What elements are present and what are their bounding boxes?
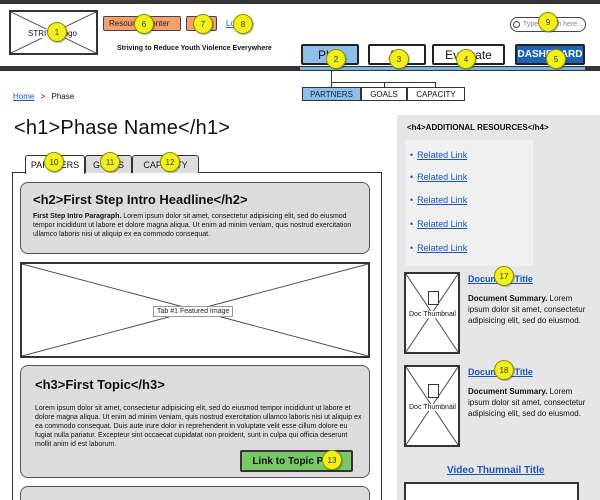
annotation-badge: 5: [546, 49, 566, 69]
sidebar-heading: <h4>ADDITIONAL RESOURCES</h4>: [407, 123, 549, 132]
tagline: Striving to Reduce Youth Violence Everyw…: [117, 45, 272, 52]
doc-thumbnail-label: Doc Thumbnail: [409, 404, 456, 411]
document-summary-bold: Document Summary.: [468, 387, 548, 396]
intro-paragraph-text: Lorem ipsum dolor sit amet, consectetur …: [33, 213, 352, 238]
featured-image: Tab #1 Featured Image: [20, 262, 370, 358]
subnav-connector: [384, 82, 385, 87]
doc-thumbnail[interactable]: Doc Thumbnail: [404, 272, 460, 354]
annotation-badge: 9: [538, 12, 558, 32]
intro-headline: <h2>First Step Intro Headline</h2>: [33, 192, 248, 207]
document-summary-bold: Document Summary.: [468, 294, 548, 303]
doc-thumbnail-label: Doc Thumbnail: [409, 311, 456, 318]
subnav-connector: [435, 82, 436, 87]
annotation-badge: 13: [322, 450, 342, 470]
video-thumbnail[interactable]: [404, 482, 579, 500]
related-link[interactable]: •Related Link: [410, 172, 468, 182]
annotation-badge: 1: [47, 22, 67, 42]
annotation-badge: 11: [100, 152, 120, 172]
document-summary-text: Lorem ipsum dolor sit amet, consectetur …: [468, 387, 586, 418]
subnav-goals[interactable]: GOALS: [361, 87, 407, 101]
pdf-icon: [428, 291, 439, 305]
document-summary: Document Summary. Lorem ipsum dolor sit …: [468, 293, 588, 326]
related-link-text[interactable]: Related Link: [417, 172, 468, 182]
subnav-capacity[interactable]: CAPACITY: [407, 87, 465, 101]
breadcrumb-home[interactable]: Home: [13, 92, 35, 101]
related-link-text[interactable]: Related Link: [417, 219, 468, 229]
annotation-badge: 7: [193, 14, 213, 34]
doc-thumbnail[interactable]: Doc Thumbnail: [404, 365, 460, 447]
annotation-badge: 18: [494, 360, 514, 380]
related-link[interactable]: •Related Link: [410, 195, 468, 205]
login-link[interactable]: Log: [226, 19, 239, 28]
related-link-text[interactable]: Related Link: [417, 195, 468, 205]
topic-paragraph: Lorem ipsum dolor sit amet, consectetur …: [35, 405, 362, 448]
related-links-box: [405, 140, 533, 266]
search-icon: [513, 21, 520, 28]
annotation-badge: 3: [389, 49, 409, 69]
pdf-icon: [428, 384, 439, 398]
annotation-badge: 12: [160, 152, 180, 172]
document-summary: Document Summary. Lorem ipsum dolor sit …: [468, 386, 588, 419]
annotation-badge: 4: [456, 49, 476, 69]
top-border: [0, 0, 600, 4]
intro-paragraph-bold: First Step Intro Paragraph.: [33, 213, 122, 220]
intro-box: <h2>First Step Intro Headline</h2> First…: [20, 182, 370, 254]
nav-active-strip: [300, 67, 585, 70]
breadcrumb-current: Phase: [51, 92, 75, 101]
subnav-partners[interactable]: PARTNERS: [302, 87, 361, 101]
annotation-badge: 10: [44, 152, 64, 172]
related-link[interactable]: •Related Link: [410, 219, 468, 229]
intro-paragraph: First Step Intro Paragraph. Lorem ipsum …: [33, 212, 361, 239]
annotation-badge: 6: [134, 14, 154, 34]
page-title: <h1>Phase Name</h1>: [14, 117, 231, 139]
subnav-connector: [331, 82, 332, 87]
related-link[interactable]: •Related Link: [410, 243, 468, 253]
related-link[interactable]: •Related Link: [410, 150, 468, 160]
breadcrumb: Home > Phase: [13, 92, 74, 101]
featured-image-label: Tab #1 Featured Image: [153, 306, 234, 317]
breadcrumb-separator: >: [40, 92, 46, 101]
video-title-link[interactable]: Video Thumnail Title: [447, 465, 545, 476]
subnav-connector: [331, 70, 332, 82]
document-summary-text: Lorem ipsum dolor sit amet, consectetur …: [468, 294, 586, 325]
annotation-badge: 8: [233, 14, 253, 34]
annotation-badge: 2: [326, 49, 346, 69]
annotation-badge: 17: [494, 266, 514, 286]
related-link-text[interactable]: Related Link: [417, 243, 468, 253]
next-topic-box: [20, 486, 370, 500]
topic-headline: <h3>First Topic</h3>: [35, 377, 165, 392]
subnav-connector: [331, 82, 435, 83]
related-link-text[interactable]: Related Link: [417, 150, 468, 160]
